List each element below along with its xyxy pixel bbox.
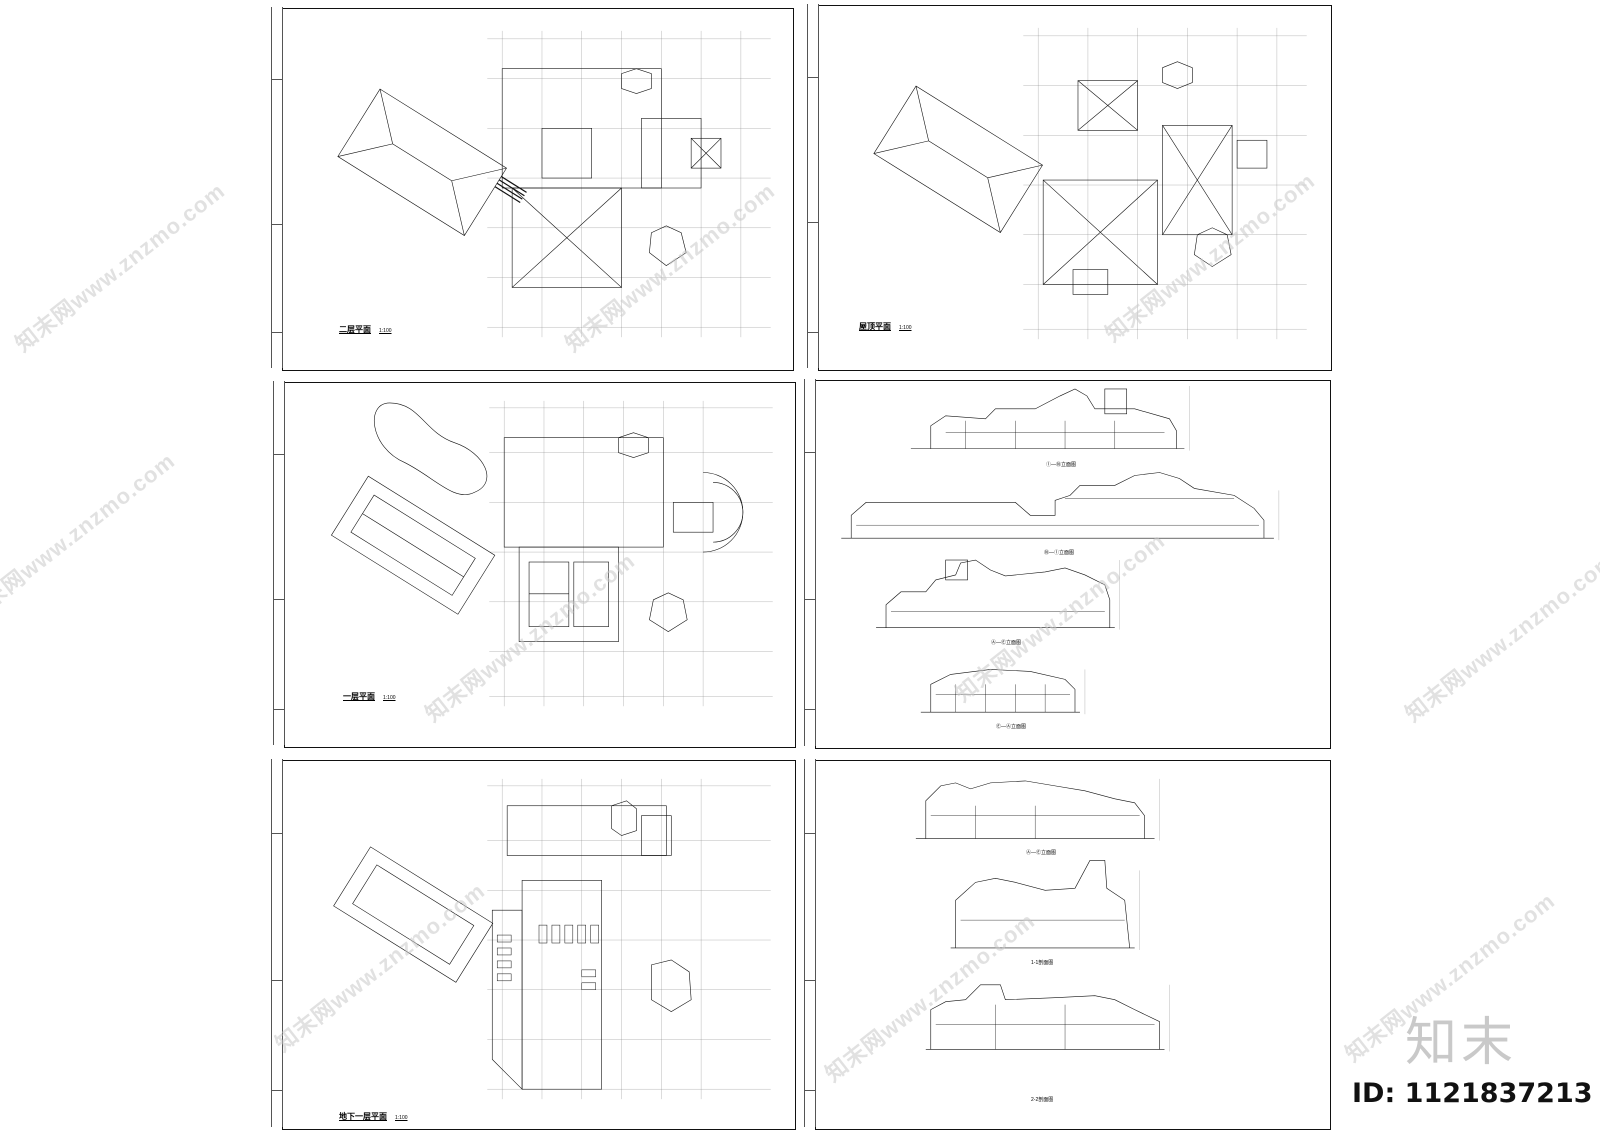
plan-drawing: [333, 778, 771, 1100]
sheet-title-text: 地下一层平面: [339, 1112, 387, 1121]
sheet-scale: 1:100: [395, 1115, 408, 1121]
sheet-title: 二层平面 1:100: [339, 324, 392, 335]
title-block-strip: [804, 759, 816, 1127]
elevation-caption: Ⓐ—Ⓔ立面图: [991, 640, 1022, 646]
elevation-caption: ①—⑩立面图: [1046, 462, 1077, 468]
plan-drawing: [873, 27, 1307, 340]
sheet-title: 一层平面 1:100: [343, 691, 396, 702]
sheet-basement-plan: 地下一层平面 1:100: [271, 759, 796, 1130]
sheet-scale: 1:100: [383, 695, 396, 701]
elevation-caption: Ⓐ—Ⓔ立面图: [1026, 850, 1057, 856]
section-caption: 2-2剖面图: [1031, 1097, 1054, 1103]
sheet-scale: 1:100: [899, 325, 912, 331]
sheet-elevations: ①—⑩立面图 ⑩—①立面图 Ⓐ—Ⓔ立面图 Ⓔ—Ⓐ立面图: [804, 379, 1331, 749]
watermark: 知末网www.znzmo.com: [1400, 547, 1600, 727]
asset-id-label: ID: 1121837213: [1352, 1078, 1593, 1109]
sheet-title-text: 二层平面: [339, 325, 371, 334]
watermark: 知末网www.znzmo.com: [10, 177, 230, 357]
title-block-strip: [804, 379, 816, 746]
section-drawing: [915, 778, 1170, 1052]
sheet-title: 屋顶平面 1:100: [859, 321, 912, 332]
title-block-strip: [807, 4, 819, 368]
plan-drawing: [330, 400, 773, 707]
sheet-title-text: 屋顶平面: [859, 322, 891, 331]
sheet-second-floor-plan: 二层平面 1:100: [271, 7, 794, 371]
section-caption: 1-1剖面图: [1031, 960, 1054, 966]
elevation-drawing: [841, 385, 1280, 715]
plan-drawing: [337, 30, 771, 338]
sheet-scale: 1:100: [379, 328, 392, 334]
elevation-caption: ⑩—①立面图: [1044, 550, 1075, 556]
sheet-title-text: 一层平面: [343, 692, 375, 701]
sheet-title: 地下一层平面 1:100: [339, 1111, 408, 1122]
brand-logo: 知末: [1405, 1013, 1518, 1073]
watermark: 知末网www.znzmo.com: [0, 447, 180, 627]
title-block-strip: [271, 759, 283, 1127]
sheet-roof-plan: 屋顶平面 1:100: [807, 4, 1332, 371]
title-block-strip: [273, 381, 285, 745]
elevation-caption: Ⓔ—Ⓐ立面图: [996, 724, 1027, 730]
sheet-first-floor-plan: 一层平面 1:100: [273, 381, 796, 748]
sheet-sections: Ⓐ—Ⓔ立面图 1-1剖面图 2-2剖面图: [804, 759, 1331, 1130]
title-block-strip: [271, 7, 283, 368]
